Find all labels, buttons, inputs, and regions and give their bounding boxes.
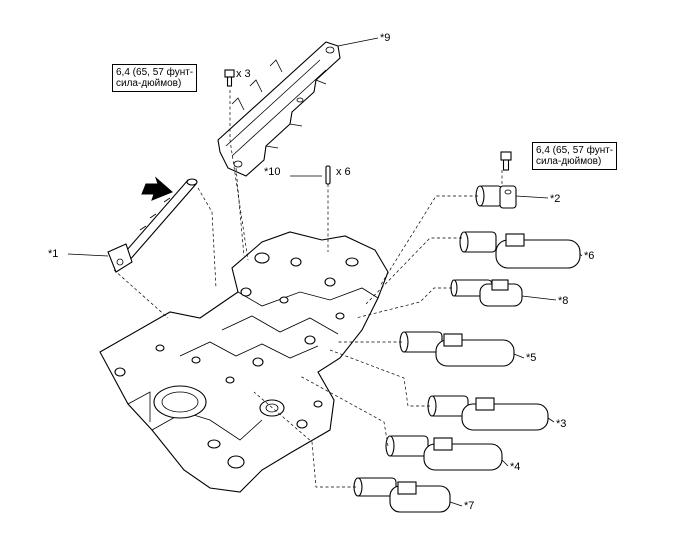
leader-lines	[67, 37, 583, 507]
pin-quantity-label: x 6	[336, 166, 351, 178]
callout-1: *1	[48, 248, 59, 260]
callout-10: *10	[264, 166, 281, 178]
pin-10	[325, 165, 331, 185]
manual-valve-rod-1	[107, 178, 198, 273]
solenoid-8	[450, 279, 523, 307]
torque-note-bolt-plate: 6,4 (65, 57 фунт- сила-дюймов)	[112, 64, 198, 92]
bolt-quantity-label: x 3	[236, 68, 251, 80]
solenoid-6	[459, 231, 581, 269]
install-direction-arrow-icon	[141, 176, 173, 201]
plate-9	[217, 41, 341, 177]
torque-note-line2: сила-дюймов)	[536, 156, 602, 167]
torque-note-line1: 6,4 (65, 57 фунт-	[536, 145, 614, 156]
bolt-x3	[224, 69, 235, 87]
callout-3: *3	[556, 418, 567, 430]
solenoid-5	[399, 331, 515, 367]
torque-note-line1: 6,4 (65, 57 фунт-	[116, 67, 194, 78]
callout-4: *4	[510, 461, 521, 473]
callout-5: *5	[526, 352, 537, 364]
torque-note-bolt-solenoid: 6,4 (65, 57 фунт- сила-дюймов)	[532, 142, 618, 170]
valve-body	[99, 231, 389, 493]
solenoid-3	[427, 395, 549, 431]
bolt-solenoid-2	[500, 151, 512, 171]
callout-7: *7	[464, 500, 475, 512]
callout-9: *9	[380, 32, 391, 44]
solenoid-4	[385, 435, 503, 471]
torque-note-line2: сила-дюймов)	[116, 78, 182, 89]
alignment-lines	[113, 90, 503, 488]
solenoid-7	[353, 477, 451, 513]
callout-6: *6	[584, 250, 595, 262]
callout-8: *8	[558, 295, 569, 307]
solenoid-2	[475, 185, 517, 209]
callout-2: *2	[550, 193, 561, 205]
